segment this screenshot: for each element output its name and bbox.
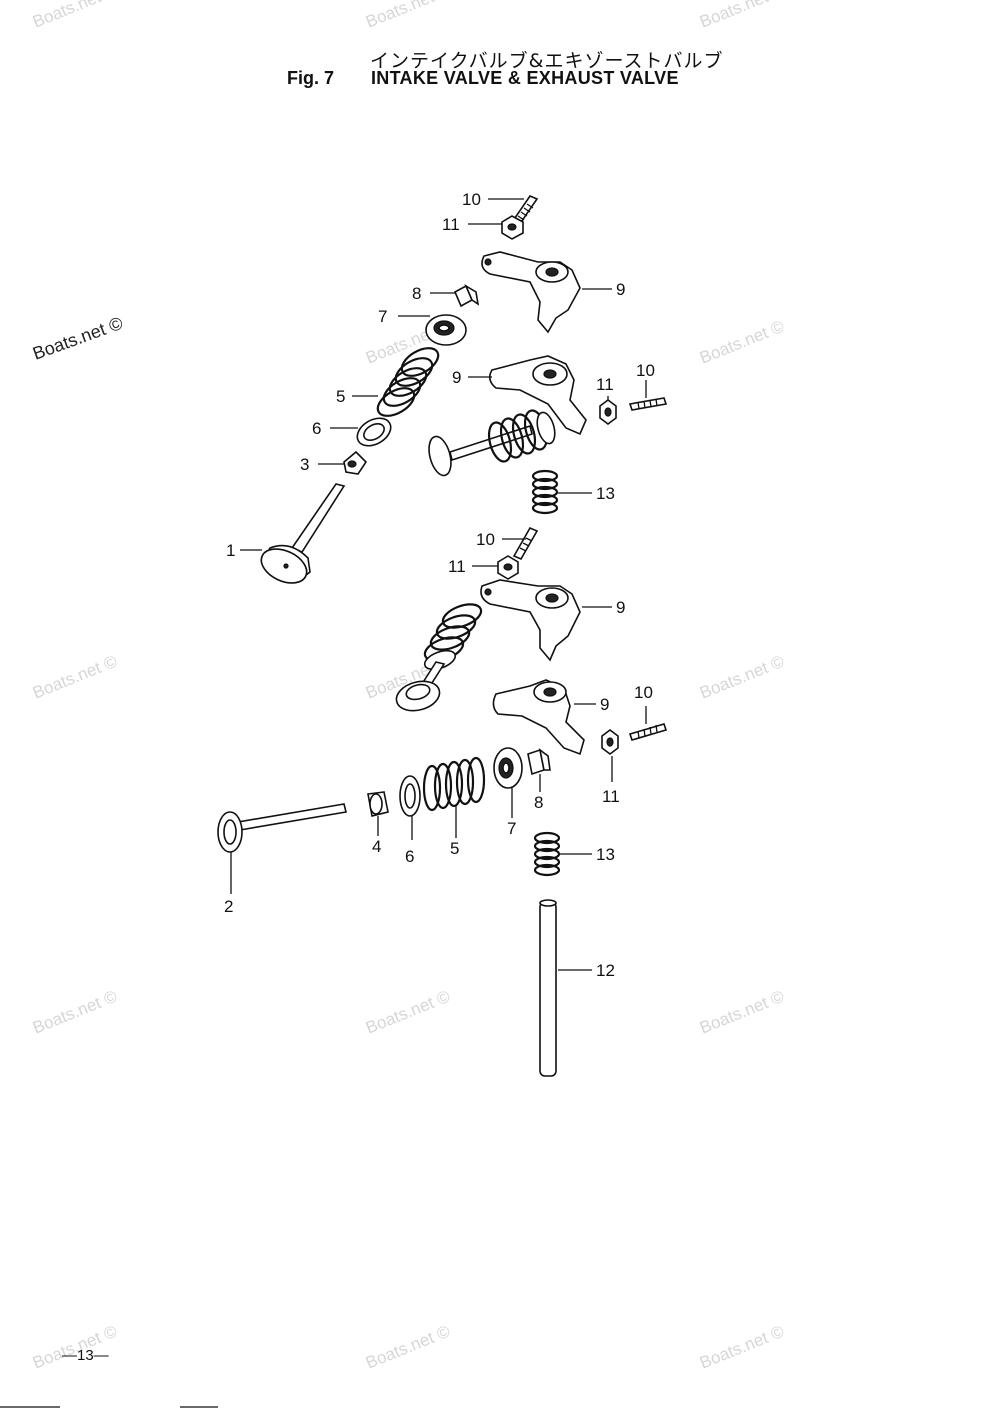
part-valve-spring[interactable] xyxy=(373,342,443,421)
callout-11: 11 xyxy=(448,557,466,576)
callout-8: 8 xyxy=(412,284,421,303)
callout-10: 10 xyxy=(634,683,653,702)
callout-5: 5 xyxy=(336,387,345,406)
part-adjusting-bolt[interactable] xyxy=(512,526,539,561)
callout-13: 13 xyxy=(596,845,615,864)
callout-6: 6 xyxy=(405,847,414,866)
part-rocker-spring[interactable] xyxy=(533,831,561,877)
callout-9: 9 xyxy=(616,598,625,617)
title-japanese: インテイクバルブ&エキゾーストバルブ xyxy=(370,50,724,72)
part-valve-assembly[interactable] xyxy=(393,600,484,715)
part-rocker-shaft[interactable] xyxy=(539,899,557,1077)
part-valve-cotter[interactable] xyxy=(453,284,480,308)
callout-13: 13 xyxy=(596,484,615,503)
part-exhaust-valve[interactable] xyxy=(217,803,347,853)
callout-1: 1 xyxy=(226,541,235,560)
callout-12: 12 xyxy=(596,961,615,980)
part-spring-retainer[interactable] xyxy=(493,747,523,789)
callout-10: 10 xyxy=(476,530,495,549)
callout-8: 8 xyxy=(534,793,543,812)
part-lock-nut[interactable] xyxy=(501,215,524,240)
part-adjusting-bolt[interactable] xyxy=(628,397,668,411)
part-rocker-arm[interactable] xyxy=(488,355,587,436)
part-rocker-arm[interactable] xyxy=(480,579,581,662)
callout-4: 4 xyxy=(372,837,381,856)
callout-9: 9 xyxy=(616,280,625,299)
part-adjusting-bolt[interactable] xyxy=(628,723,668,741)
figure-label: Fig. 7 xyxy=(287,68,335,88)
part-spring-seat[interactable] xyxy=(352,413,395,452)
callout-10: 10 xyxy=(636,361,655,380)
callout-7: 7 xyxy=(507,819,516,838)
part-valve-stem-seal[interactable] xyxy=(343,450,368,475)
part-lock-nut[interactable] xyxy=(601,729,619,755)
part-rocker-arm[interactable] xyxy=(492,679,585,756)
callout-9: 9 xyxy=(600,695,609,714)
callout-11: 11 xyxy=(596,375,614,394)
callout-6: 6 xyxy=(312,419,321,438)
part-valve-cotter[interactable] xyxy=(527,748,551,776)
part-lock-nut[interactable] xyxy=(497,555,519,580)
part-spring-seat[interactable] xyxy=(399,775,421,817)
part-intake-valve[interactable] xyxy=(256,483,346,590)
callout-5: 5 xyxy=(450,839,459,858)
callout-2: 2 xyxy=(224,897,233,916)
part-spring-retainer[interactable] xyxy=(425,314,467,346)
part-rocker-spring[interactable] xyxy=(531,469,559,515)
callout-7: 7 xyxy=(378,307,387,326)
callout-3: 3 xyxy=(300,455,309,474)
callout-11: 11 xyxy=(602,787,620,806)
part-valve-assembly[interactable] xyxy=(425,408,558,478)
callout-11: 11 xyxy=(442,215,460,234)
part-rocker-arm[interactable] xyxy=(481,251,581,334)
title-english: INTAKE VALVE & EXHAUST VALVE xyxy=(371,68,679,88)
part-lock-nut[interactable] xyxy=(599,399,617,425)
part-valve-stem-seal[interactable] xyxy=(367,791,389,817)
page-number: —13— xyxy=(62,1347,109,1364)
callout-10: 10 xyxy=(462,190,481,209)
part-valve-spring[interactable] xyxy=(422,756,486,812)
callout-9: 9 xyxy=(452,368,461,387)
